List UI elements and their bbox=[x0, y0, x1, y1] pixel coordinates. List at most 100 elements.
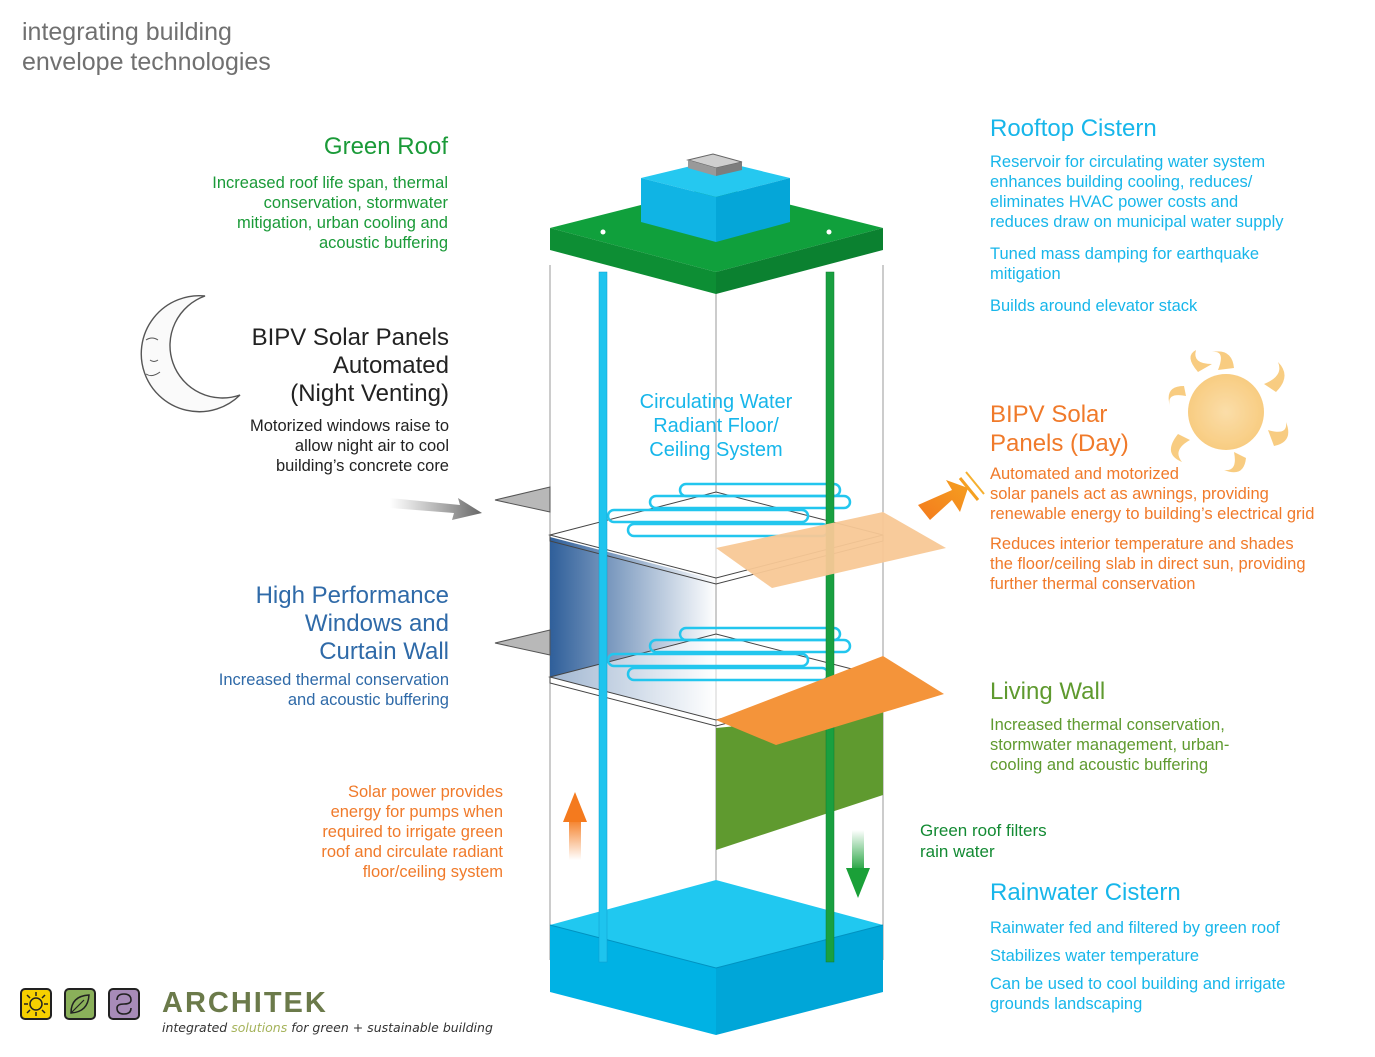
text-line: mitigation, urban cooling and bbox=[237, 213, 448, 232]
text-line: and acoustic buffering bbox=[287, 691, 449, 709]
rainwater-cistern-callout: Rainwater Cistern Rainwater fed and filt… bbox=[990, 879, 1360, 1026]
text-line: Green roof filters bbox=[920, 821, 1047, 840]
living-wall-panel bbox=[716, 712, 883, 850]
text-line: further thermal conservation bbox=[990, 575, 1196, 593]
radiant-coil-upper bbox=[606, 482, 852, 538]
text-line: stormwater management, urban- bbox=[990, 735, 1230, 754]
paragraph: Can be used to cool building and irrigat… bbox=[990, 974, 1360, 1014]
solar-pumps-text: Solar power provides energy for pumps wh… bbox=[203, 782, 503, 882]
text-line: Stabilizes water temperature bbox=[990, 946, 1200, 965]
text-line: required to irrigate green bbox=[322, 823, 503, 841]
up-arrow-icon bbox=[563, 792, 587, 860]
text-line: Motorized windows raise to bbox=[250, 417, 449, 435]
tagline-accent: solutions bbox=[231, 1020, 288, 1035]
text-line: eliminates HVAC power costs and bbox=[990, 192, 1239, 211]
night-venting-callout: BIPV Solar Panels Automated (Night Venti… bbox=[149, 324, 449, 476]
text-line: Builds around elevator stack bbox=[990, 296, 1198, 315]
paragraph: Rainwater fed and filtered by green roof bbox=[990, 918, 1360, 938]
sun-icon bbox=[1168, 350, 1289, 473]
rooftop-cistern-callout: Rooftop Cistern Reservoir for circulatin… bbox=[990, 115, 1360, 328]
solar-panel-day-lower bbox=[716, 656, 944, 745]
text-line: enhances building cooling, reduces/ bbox=[990, 172, 1253, 191]
water-pipe-green bbox=[825, 271, 835, 963]
text-line: acoustic buffering bbox=[318, 233, 448, 252]
tagline-text: integrated bbox=[162, 1020, 232, 1035]
tagline-text: for green + sustainable building bbox=[287, 1020, 493, 1035]
windows-heading: High Performance Windows and Curtain Wal… bbox=[149, 582, 449, 666]
paragraph: Tuned mass damping for earthquake mitiga… bbox=[990, 244, 1360, 284]
text-line: grounds landscaping bbox=[990, 994, 1143, 1013]
green-roof-text: Increased roof life span, thermal conser… bbox=[148, 173, 448, 253]
heading-line: High Performance bbox=[255, 582, 449, 609]
heading-line: Curtain Wall bbox=[319, 638, 449, 665]
text-line: floor/ceiling system bbox=[362, 863, 503, 881]
brand-tagline: integrated solutions for green + sustain… bbox=[162, 1020, 493, 1035]
text-line: reduces draw on municipal water supply bbox=[990, 212, 1284, 231]
rooftop-cistern-tank bbox=[641, 153, 790, 242]
text-line: solar panels act as awnings, providing bbox=[990, 485, 1269, 503]
rainwater-cistern-heading: Rainwater Cistern bbox=[990, 879, 1181, 906]
text-line: roof and circulate radiant bbox=[321, 843, 503, 861]
text-line: Reduces interior temperature and shades bbox=[990, 535, 1294, 553]
living-wall-heading: Living Wall bbox=[990, 678, 1106, 705]
text-line: Solar power provides bbox=[348, 783, 503, 801]
text-line: conservation, stormwater bbox=[263, 193, 448, 212]
page-title: integrating building envelope technologi… bbox=[22, 17, 271, 77]
leaf-logo-icon bbox=[64, 988, 96, 1020]
heading-line: Automated bbox=[332, 352, 449, 379]
bipv-day-text: Automated and motorized solar panels act… bbox=[990, 464, 1360, 594]
text-line: Reservoir for circulating water system bbox=[990, 152, 1266, 171]
rooftop-cistern-text: Reservoir for circulating water system e… bbox=[990, 152, 1360, 316]
page-title-line: envelope technologies bbox=[22, 48, 271, 76]
windows-text: Increased thermal conservation and acous… bbox=[149, 670, 449, 710]
heading-line: (Night Venting) bbox=[290, 380, 449, 407]
night-vent-panel-upper bbox=[494, 486, 551, 513]
text-line: Automated and motorized bbox=[990, 465, 1179, 483]
text-line: Tuned mass damping for earthquake bbox=[990, 244, 1260, 263]
wind-arrow-icon bbox=[390, 498, 482, 520]
green-filter-callout: Green roof filters rain water bbox=[920, 820, 1120, 862]
label-line: Radiant Floor/ bbox=[653, 415, 779, 437]
bipv-day-heading: BIPV Solar Panels (Day) bbox=[990, 400, 1360, 458]
text-line: energy for pumps when bbox=[330, 803, 503, 821]
sun-logo-icon bbox=[20, 988, 52, 1020]
label-line: Ceiling System bbox=[649, 439, 783, 461]
solar-pumps-callout: Solar power provides energy for pumps wh… bbox=[203, 782, 503, 882]
text-line: mitigation bbox=[990, 264, 1061, 283]
text-line: renewable energy to building’s electrica… bbox=[990, 505, 1315, 523]
circulating-water-label: Circulating Water Radiant Floor/ Ceiling… bbox=[616, 390, 816, 462]
windows-callout: High Performance Windows and Curtain Wal… bbox=[149, 582, 449, 710]
label-line: Circulating Water bbox=[639, 391, 793, 413]
night-vent-panel-lower bbox=[494, 629, 551, 656]
paragraph: Reduces interior temperature and shades … bbox=[990, 534, 1360, 594]
text-line: the floor/ceiling slab in direct sun, pr… bbox=[990, 555, 1306, 573]
text-line: Increased thermal conservation bbox=[218, 671, 449, 689]
text-line: Rainwater fed and filtered by green roof bbox=[990, 918, 1280, 937]
bipv-day-callout: BIPV Solar Panels (Day) Automated and mo… bbox=[990, 400, 1360, 606]
water-pipe-blue bbox=[598, 271, 608, 963]
green-filter-text: Green roof filters rain water bbox=[920, 820, 1120, 862]
heading-line: Panels (Day) bbox=[990, 430, 1129, 457]
solar-panel-day-upper bbox=[716, 512, 946, 588]
down-arrow-icon bbox=[846, 830, 870, 898]
text-line: Increased roof life span, thermal bbox=[212, 173, 448, 192]
text-line: building’s concrete core bbox=[275, 457, 449, 475]
paragraph: Builds around elevator stack bbox=[990, 296, 1360, 316]
heading-line: Windows and bbox=[304, 610, 449, 637]
paragraph: Automated and motorized solar panels act… bbox=[990, 464, 1360, 524]
moon-icon bbox=[140, 295, 241, 413]
text-line: rain water bbox=[920, 842, 995, 861]
heading-line: BIPV Solar Panels bbox=[251, 324, 449, 351]
sun-ray-arrow-icon bbox=[918, 471, 985, 520]
rainwater-cistern-tank bbox=[549, 880, 884, 1035]
living-wall-text: Increased thermal conservation, stormwat… bbox=[990, 715, 1360, 775]
night-venting-heading: BIPV Solar Panels Automated (Night Venti… bbox=[149, 324, 449, 408]
night-venting-text: Motorized windows raise to allow night a… bbox=[149, 416, 449, 476]
living-wall-callout: Living Wall Increased thermal conservati… bbox=[990, 678, 1360, 775]
green-roof-callout: Green Roof Increased roof life span, the… bbox=[148, 133, 448, 253]
recycle-logo-icon bbox=[108, 988, 140, 1020]
heading-line: BIPV Solar bbox=[990, 401, 1108, 428]
rooftop-cistern-heading: Rooftop Cistern bbox=[990, 115, 1157, 142]
rainwater-cistern-text: Rainwater fed and filtered by green roof… bbox=[990, 918, 1360, 1014]
